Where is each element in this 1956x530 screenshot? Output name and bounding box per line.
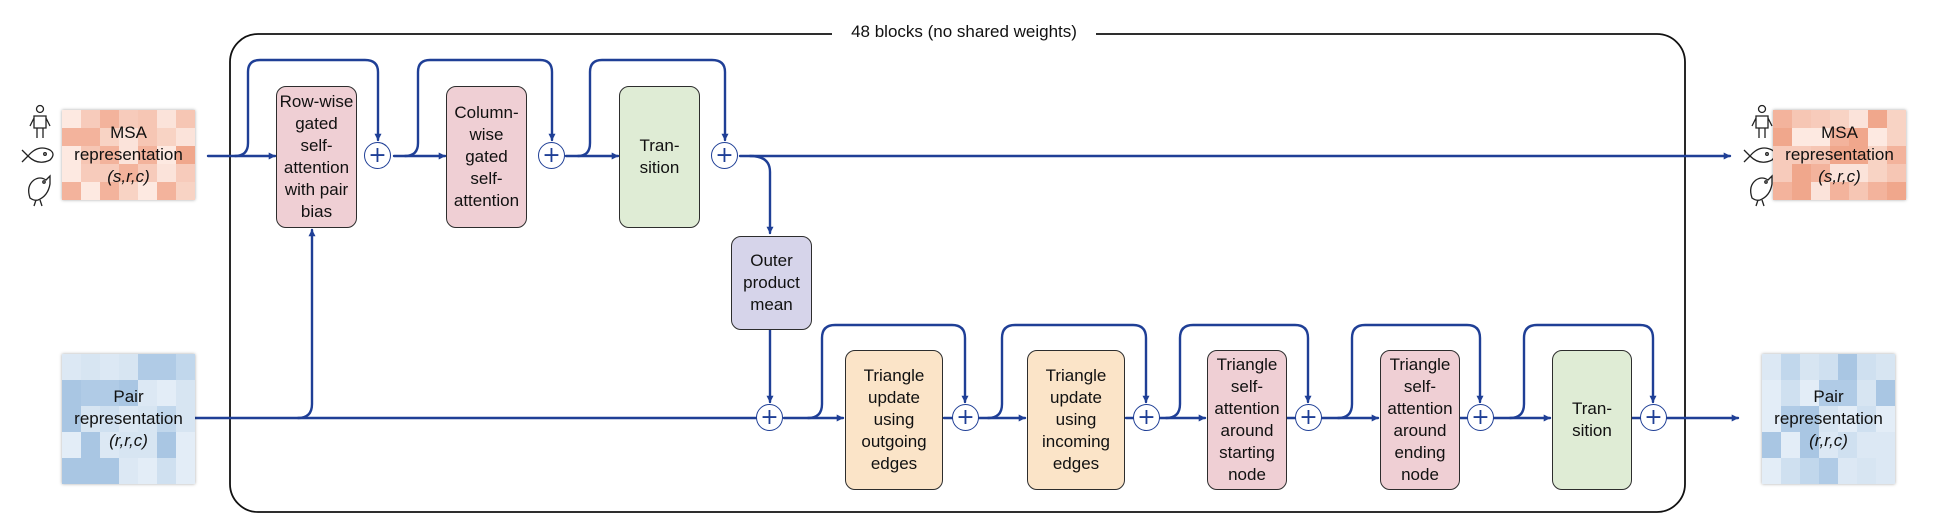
- msa-representation-input: MSA representation (s,r,c): [62, 110, 195, 200]
- row-wise-attention-box: Row-wise gated self- attention with pair…: [276, 86, 357, 228]
- add-node-pair-5: +: [1640, 404, 1667, 431]
- add-node-msa-3: +: [711, 142, 738, 169]
- msa-output-dims: (s,r,c): [1818, 167, 1861, 186]
- fish-icon: [21, 147, 54, 163]
- bird-icon: [28, 174, 51, 207]
- human-icon: [1751, 104, 1773, 138]
- sequence-icons-left: [21, 104, 54, 207]
- pair-output-label: Pair representation: [1774, 387, 1883, 428]
- msa-residual-2: [403, 58, 556, 158]
- msa-input-label: MSA representation: [74, 123, 183, 164]
- msa-transition-box: Tran- sition: [619, 86, 700, 228]
- msa-representation-output: MSA representation (s,r,c): [1773, 110, 1906, 200]
- msa-residual-1: [233, 58, 382, 158]
- fish-icon: [1743, 147, 1776, 163]
- add-node-pair-opm: +: [756, 404, 783, 431]
- msa-residual-3: [576, 58, 729, 158]
- outer-product-mean-box: Outer product mean: [731, 236, 812, 330]
- pair-input-dims: (r,r,c): [109, 431, 148, 450]
- pair-heatmap: [1762, 354, 1895, 484]
- msa-heatmap: [1773, 110, 1906, 200]
- triangle-attention-ending-box: Triangle self- attention around ending n…: [1380, 350, 1460, 490]
- pair-representation-output: Pair representation (r,r,c): [1762, 354, 1895, 484]
- add-node-pair-3: +: [1295, 404, 1322, 431]
- triangle-attention-starting-box: Triangle self- attention around starting…: [1207, 350, 1287, 490]
- add-node-pair-4: +: [1467, 404, 1494, 431]
- pair-residual-5: [1508, 323, 1657, 420]
- pair-input-label: Pair representation: [74, 387, 183, 428]
- triangle-update-incoming-box: Triangle update using incoming edges: [1027, 350, 1125, 490]
- msa-to-opm-arrow: [748, 154, 774, 235]
- pair-representation-input: Pair representation (r,r,c): [62, 354, 195, 484]
- pair-transition-box: Tran- sition: [1552, 350, 1632, 490]
- add-node-pair-2: +: [1133, 404, 1160, 431]
- pair-output-dims: (r,r,c): [1809, 431, 1848, 450]
- msa-output-label: MSA representation: [1785, 123, 1894, 164]
- pair-heatmap: [62, 354, 195, 484]
- add-node-msa-1: +: [364, 142, 391, 169]
- pair-residual-2: [986, 323, 1150, 420]
- pair-bias-arrow: [296, 228, 316, 420]
- msa-heatmap: [62, 110, 195, 200]
- pair-residual-3: [1164, 323, 1312, 420]
- column-wise-attention-box: Column- wise gated self- attention: [446, 86, 527, 228]
- pair-residual-4: [1336, 323, 1484, 420]
- block-title: 48 blocks (no shared weights): [832, 20, 1096, 44]
- add-node-pair-1: +: [952, 404, 979, 431]
- triangle-update-outgoing-box: Triangle update using outgoing edges: [845, 350, 943, 490]
- bird-icon: [1750, 174, 1773, 207]
- msa-input-dims: (s,r,c): [107, 167, 150, 186]
- add-node-msa-2: +: [538, 142, 565, 169]
- pair-residual-1: [806, 323, 969, 420]
- human-icon: [29, 104, 51, 138]
- sequence-icons-right: [1743, 104, 1776, 207]
